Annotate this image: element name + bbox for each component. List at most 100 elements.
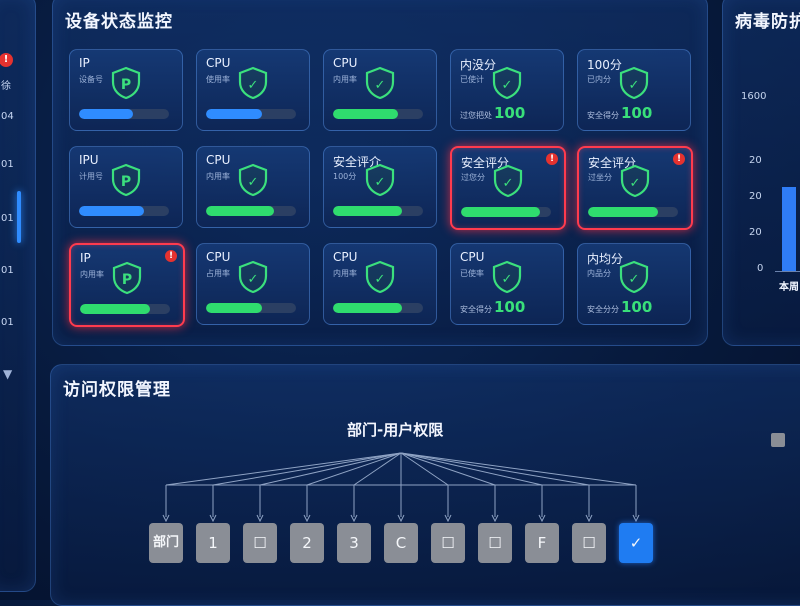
progress-bar-fill	[79, 206, 144, 216]
progress-bar-fill	[79, 109, 133, 119]
progress-bar	[80, 304, 170, 314]
progress-bar	[461, 207, 551, 217]
shield-icon: ✓	[237, 260, 269, 294]
tree-node[interactable]: ☐	[431, 523, 465, 563]
score-value: 100	[621, 104, 653, 122]
svg-text:✓: ✓	[375, 272, 386, 287]
arrow-head-icon	[444, 514, 452, 523]
chevron-down-icon[interactable]: ▼	[3, 367, 13, 381]
tree-branch-line	[400, 452, 496, 486]
card-subtitle: 设备号	[79, 75, 103, 84]
arrow-head-icon	[491, 514, 499, 523]
alert-icon: !	[673, 153, 685, 165]
progress-bar	[333, 109, 423, 119]
arrow-head-icon	[162, 514, 170, 523]
y-tick-label: 20	[749, 191, 762, 202]
sidebar-text: 徐	[1, 81, 11, 92]
svg-text:✓: ✓	[248, 175, 259, 190]
progress-bar	[206, 206, 296, 216]
tree-node[interactable]: F	[525, 523, 559, 563]
card-subtitle: 内用率	[206, 172, 230, 181]
shield-icon: ✓	[237, 163, 269, 197]
tree-branch-line	[400, 452, 637, 486]
tree-branch-line	[306, 452, 402, 486]
svg-text:✓: ✓	[375, 78, 386, 93]
device-card[interactable]: CPU 使用率 ✓	[196, 49, 310, 131]
card-title: CPU	[460, 250, 485, 264]
shield-icon: P	[111, 261, 143, 295]
shield-icon: ✓	[237, 66, 269, 100]
sidebar-item-active[interactable]: 01	[1, 213, 14, 224]
arrow-head-icon	[538, 514, 546, 523]
arrow-head-icon	[209, 514, 217, 523]
checkbox[interactable]	[771, 433, 785, 447]
device-card[interactable]: CPU 内用率 ✓	[196, 146, 310, 228]
card-title: 安全评分	[588, 156, 637, 170]
score-label: 安全得分	[587, 111, 619, 120]
arrow-head-icon	[256, 514, 264, 523]
x-axis-line	[775, 271, 800, 272]
tree-node[interactable]: ☐	[478, 523, 512, 563]
svg-text:✓: ✓	[629, 272, 640, 287]
progress-bar	[333, 303, 423, 313]
progress-bar	[79, 109, 169, 119]
panel-title: 访问权限管理	[63, 380, 171, 400]
device-card[interactable]: 安全评分过坐分 ✓ !	[577, 146, 693, 230]
tree-branch-line	[353, 452, 402, 486]
progress-bar	[79, 206, 169, 216]
tree-branch-line	[259, 452, 402, 486]
panel-title: 病毒防护	[735, 12, 800, 32]
bar[interactable]	[782, 187, 796, 271]
svg-text:P: P	[121, 174, 131, 190]
shield-icon: ✓	[364, 260, 396, 294]
tree-node-checked[interactable]: ✓	[619, 523, 653, 563]
tree-node[interactable]: 2	[290, 523, 324, 563]
progress-bar	[588, 207, 678, 217]
sidebar-item[interactable]: 01	[1, 159, 14, 170]
card-title: 内均分	[587, 252, 624, 266]
score-label: 安全得分	[460, 305, 492, 314]
card-title: 安全评分	[461, 156, 510, 170]
tree-node[interactable]: ☐	[572, 523, 606, 563]
progress-bar-fill	[206, 303, 262, 313]
y-tick-label: 1600	[741, 91, 767, 102]
sidebar-text: 04	[1, 111, 14, 122]
sidebar-active-indicator	[17, 191, 21, 243]
sidebar-item[interactable]: 01	[1, 317, 14, 328]
tree-node[interactable]: C	[384, 523, 418, 563]
tree-node[interactable]: 部门	[149, 523, 183, 563]
tree-node[interactable]: 1	[196, 523, 230, 563]
shield-icon: P	[110, 66, 142, 100]
progress-bar-fill	[206, 206, 274, 216]
tree-branch-line	[400, 452, 543, 486]
card-title: CPU	[206, 56, 231, 70]
device-card[interactable]: IP 设备号 P	[69, 49, 183, 131]
tree-node[interactable]: ☐	[243, 523, 277, 563]
progress-bar	[333, 206, 423, 216]
card-title: CPU	[333, 56, 358, 70]
card-subtitle: 已内分	[587, 75, 611, 84]
arrow-head-icon	[632, 514, 640, 523]
card-title: IP	[79, 56, 90, 70]
card-subtitle: 使用率	[206, 75, 230, 84]
svg-text:✓: ✓	[502, 78, 513, 93]
card-title: CPU	[206, 153, 231, 167]
tree-node[interactable]: 3	[337, 523, 371, 563]
progress-bar-fill	[206, 109, 262, 119]
shield-icon: ✓	[491, 260, 523, 294]
alert-icon: !	[546, 153, 558, 165]
tree-connectors	[162, 452, 640, 523]
sidebar-item[interactable]: 01	[1, 265, 14, 276]
card-title: 内没分	[460, 58, 497, 72]
device-card[interactable]: 安全评分过您分 ✓ !	[450, 146, 566, 230]
